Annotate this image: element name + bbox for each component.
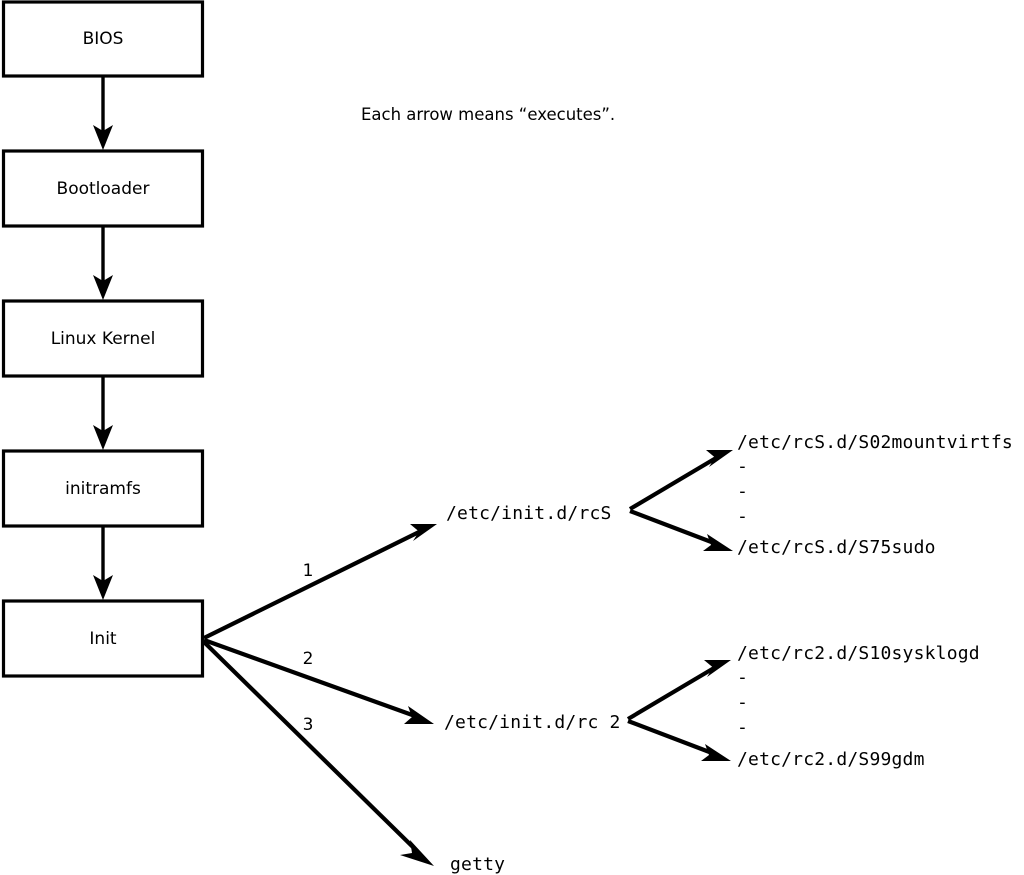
node-bios[interactable]: BIOS [1, 0, 205, 78]
branch-number-3: 3 [303, 715, 314, 735]
rc2d-ellipsis-dot-1: - [737, 667, 748, 688]
node-initramfs-label: initramfs [65, 479, 141, 499]
node-bootloader[interactable]: Bootloader [1, 149, 205, 228]
rcsd-ellipsis-dot-1: - [737, 456, 748, 477]
flow-arrow-kernel-to-initramfs [93, 377, 113, 450]
rcsd-ellipsis-dot-2: - [737, 481, 748, 502]
node-initramfs[interactable]: initramfs [1, 449, 205, 528]
rc2-fanout-arrow-last [627, 719, 731, 761]
node-rc2d-first-script[interactable]: /etc/rc2.d/S10sysklogd [737, 643, 980, 664]
diagram-caption: Each arrow means “executes”. [361, 105, 615, 124]
node-linux-kernel-label: Linux Kernel [51, 329, 156, 349]
branch-number-2: 2 [303, 649, 314, 669]
branch-arrow-1 [203, 524, 437, 640]
node-init-label: Init [89, 629, 117, 649]
rc2-fanout-arrow-first [626, 660, 731, 721]
rc2d-ellipsis-dot-2: - [737, 692, 748, 713]
node-rcsd-first-script[interactable]: /etc/rcS.d/S02mountvirtfs [737, 432, 1013, 453]
flow-arrow-bios-to-bootloader [93, 77, 113, 150]
node-init-d-rcs-label[interactable]: /etc/init.d/rcS [446, 503, 612, 524]
rcs-fanout-arrow-first [628, 450, 733, 511]
rcsd-ellipsis-dot-3: - [737, 506, 748, 527]
node-bootloader-label: Bootloader [57, 179, 150, 199]
rc2d-ellipsis-dot-3: - [737, 717, 748, 738]
branch-arrow-2 [203, 638, 434, 724]
node-linux-kernel[interactable]: Linux Kernel [1, 299, 205, 378]
rcs-fanout-arrow-last [629, 509, 733, 551]
branch-number-1: 1 [303, 561, 314, 581]
flow-arrow-bootloader-to-kernel [93, 227, 113, 300]
node-getty-label[interactable]: getty [450, 854, 505, 875]
node-rcsd-last-script[interactable]: /etc/rcS.d/S75sudo [737, 537, 936, 558]
node-rc2d-last-script[interactable]: /etc/rc2.d/S99gdm [737, 749, 925, 770]
flow-arrow-initramfs-to-init [93, 527, 113, 600]
branch-arrow-3 [202, 640, 434, 866]
node-init-d-rc2-label[interactable]: /etc/init.d/rc 2 [444, 712, 621, 733]
node-bios-label: BIOS [83, 29, 124, 49]
node-init[interactable]: Init [1, 599, 205, 678]
